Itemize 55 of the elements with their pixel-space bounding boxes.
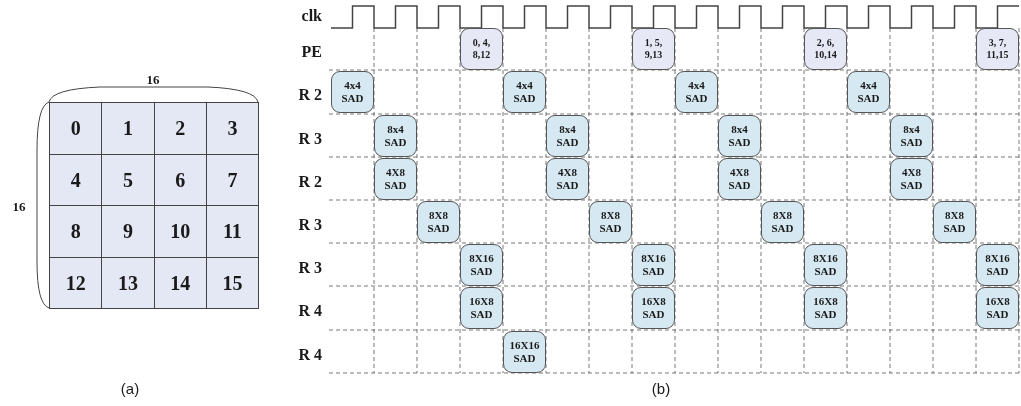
grid-cell: 5	[101, 153, 155, 206]
panel-caption: (b)	[651, 379, 671, 399]
pixel-group-box: 1, 5, 9,13	[632, 28, 675, 70]
grid-cell: 13	[101, 256, 155, 309]
sad-box: 8X16 SAD	[976, 244, 1019, 286]
grid-cell: 10	[153, 205, 207, 258]
sad-box: 8X16 SAD	[632, 244, 675, 286]
sad-box: 4x4 SAD	[331, 71, 374, 113]
row-label: R 3	[298, 129, 322, 149]
grid-cell: 12	[49, 256, 103, 309]
sad-box: 4x4 SAD	[675, 71, 718, 113]
sad-box: 8X8 SAD	[933, 201, 976, 243]
sad-box: 4X8 SAD	[546, 158, 589, 200]
sad-box: 16X16 SAD	[503, 331, 546, 373]
sad-box: 8X16 SAD	[804, 244, 847, 286]
sad-box: 8X8 SAD	[761, 201, 804, 243]
pixel-group-box: 2, 6, 10,14	[804, 28, 847, 70]
row-label: R 3	[298, 258, 322, 278]
row-label: clk	[301, 6, 322, 26]
grid-cell: 14	[153, 256, 207, 309]
sad-box: 4x4 SAD	[847, 71, 890, 113]
row-label: R 2	[298, 172, 322, 192]
grid-cell: 0	[49, 102, 103, 155]
sad-box: 4X8 SAD	[890, 158, 933, 200]
sad-box: 4X8 SAD	[718, 158, 761, 200]
grid-cell: 1	[101, 102, 155, 155]
sad-box: 8X16 SAD	[460, 244, 503, 286]
pixel-group-box: 3, 7, 11,15	[976, 28, 1019, 70]
row-label: PE	[301, 42, 322, 62]
sad-box: 8x4 SAD	[546, 115, 589, 157]
dimension-label: 16	[12, 198, 26, 216]
grid-cell: 9	[101, 205, 155, 258]
sad-box: 16X8 SAD	[804, 287, 847, 329]
sad-box: 4X8 SAD	[374, 158, 417, 200]
sad-box: 8X8 SAD	[589, 201, 632, 243]
row-label: R 3	[298, 215, 322, 235]
sad-box: 16X8 SAD	[460, 287, 503, 329]
row-label: R 2	[298, 85, 322, 105]
panel-caption: (a)	[120, 379, 140, 399]
sad-box: 4x4 SAD	[503, 71, 546, 113]
sad-box: 8x4 SAD	[890, 115, 933, 157]
dimension-label: 16	[146, 71, 160, 89]
row-label: R 4	[298, 345, 322, 365]
grid-cell: 15	[205, 256, 259, 309]
row-label: R 4	[298, 301, 322, 321]
grid-cell: 8	[49, 205, 103, 258]
pixel-group-box: 0, 4, 8,12	[460, 28, 503, 70]
sad-box: 16X8 SAD	[632, 287, 675, 329]
sad-box: 8X8 SAD	[417, 201, 460, 243]
grid-cell: 3	[205, 102, 259, 155]
sad-box: 16X8 SAD	[976, 287, 1019, 329]
grid-cell: 2	[153, 102, 207, 155]
sad-box: 8x4 SAD	[718, 115, 761, 157]
sad-box: 8x4 SAD	[374, 115, 417, 157]
grid-cell: 11	[205, 205, 259, 258]
